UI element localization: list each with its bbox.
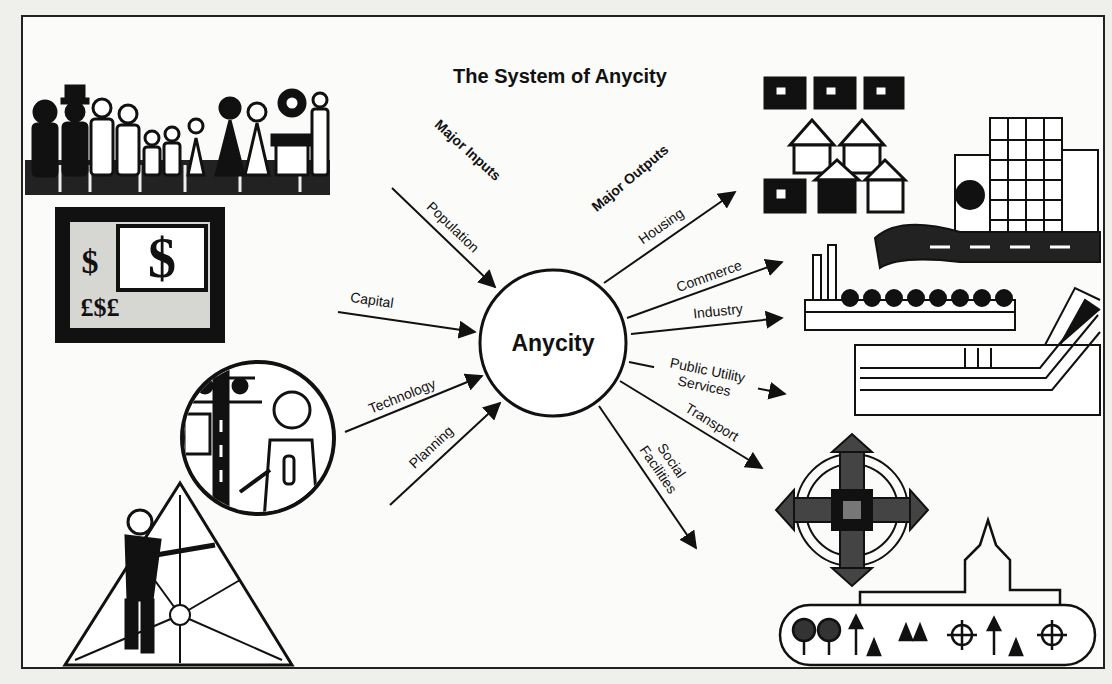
frame: [22, 16, 1104, 668]
commerce-picture: [875, 118, 1100, 268]
planning-picture: [65, 483, 292, 665]
utility-picture: [855, 288, 1100, 415]
input-label: Technology: [366, 375, 438, 416]
currency-symbol: £$£: [81, 295, 120, 321]
output-label: Commerce: [674, 257, 744, 295]
section-heading: Major Inputs: [432, 116, 505, 184]
input-label: Planning: [406, 423, 457, 472]
output-label: Industry: [692, 300, 743, 321]
diagram-title: The System of Anycity: [453, 65, 667, 88]
node-title: Anycity: [511, 330, 594, 357]
section-heading: Major Outputs: [588, 141, 671, 214]
capital-picture: [55, 207, 225, 343]
currency-symbol: $: [82, 245, 99, 279]
flow-arrows: [338, 188, 785, 548]
output-label: Transport: [682, 400, 741, 445]
input-label: Capital: [349, 289, 394, 311]
population-picture: [25, 86, 330, 195]
system-circle: Anycity: [478, 268, 628, 418]
technology-picture: [182, 360, 334, 520]
input-label: Population: [424, 198, 483, 255]
currency-symbol: $: [148, 230, 176, 286]
output-label: Social Facilities: [632, 427, 698, 503]
output-label: Housing: [635, 205, 686, 248]
output-label: Public Utility Services: [651, 351, 762, 406]
transport-picture: [776, 434, 928, 586]
industry-picture: [805, 245, 1015, 330]
housing-picture: [765, 78, 905, 212]
social-picture: [780, 520, 1095, 665]
